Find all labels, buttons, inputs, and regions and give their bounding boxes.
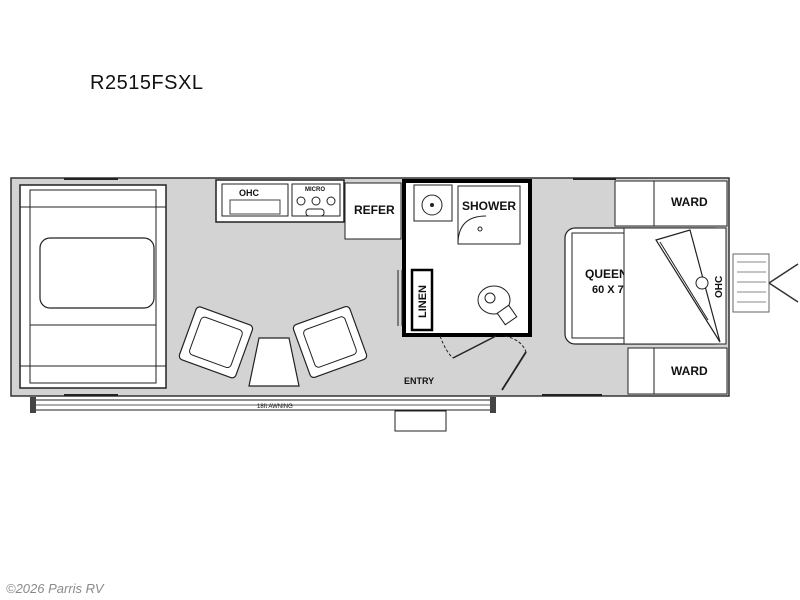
awning-label: 18ft AWNING <box>257 404 293 410</box>
living-chairs <box>178 305 368 387</box>
model-title: R2515FSXL <box>90 72 204 94</box>
entry-label: ENTRY <box>404 376 434 386</box>
kitchen-counter: OHC MICRO <box>215 179 345 223</box>
refrigerator <box>344 182 402 240</box>
shower-label: SHOWER <box>462 199 516 213</box>
linen-label: LINEN <box>417 285 429 318</box>
bathroom: SHOWER LINEN <box>402 179 532 337</box>
ward-top-label: WARD <box>671 195 708 209</box>
bed-size-label: 60 X 74 <box>592 284 631 296</box>
ohc-bedroom-label: OHC <box>714 276 725 298</box>
watermark: ©2026 Parris RV <box>6 581 104 596</box>
refer-label: REFER <box>354 203 395 217</box>
bedroom: WARD WARD QUEEN BED 60 X 74 OHC <box>564 180 728 395</box>
ohc-kitchen-label: OHC <box>239 188 260 198</box>
micro-label: MICRO <box>305 187 325 193</box>
ward-bottom-label: WARD <box>671 364 708 378</box>
rear-bunk-area <box>19 184 167 389</box>
awning: 18ft AWNING <box>30 397 496 413</box>
hitch-tongue <box>732 253 799 313</box>
windows <box>64 178 616 396</box>
entry-step <box>394 410 447 432</box>
